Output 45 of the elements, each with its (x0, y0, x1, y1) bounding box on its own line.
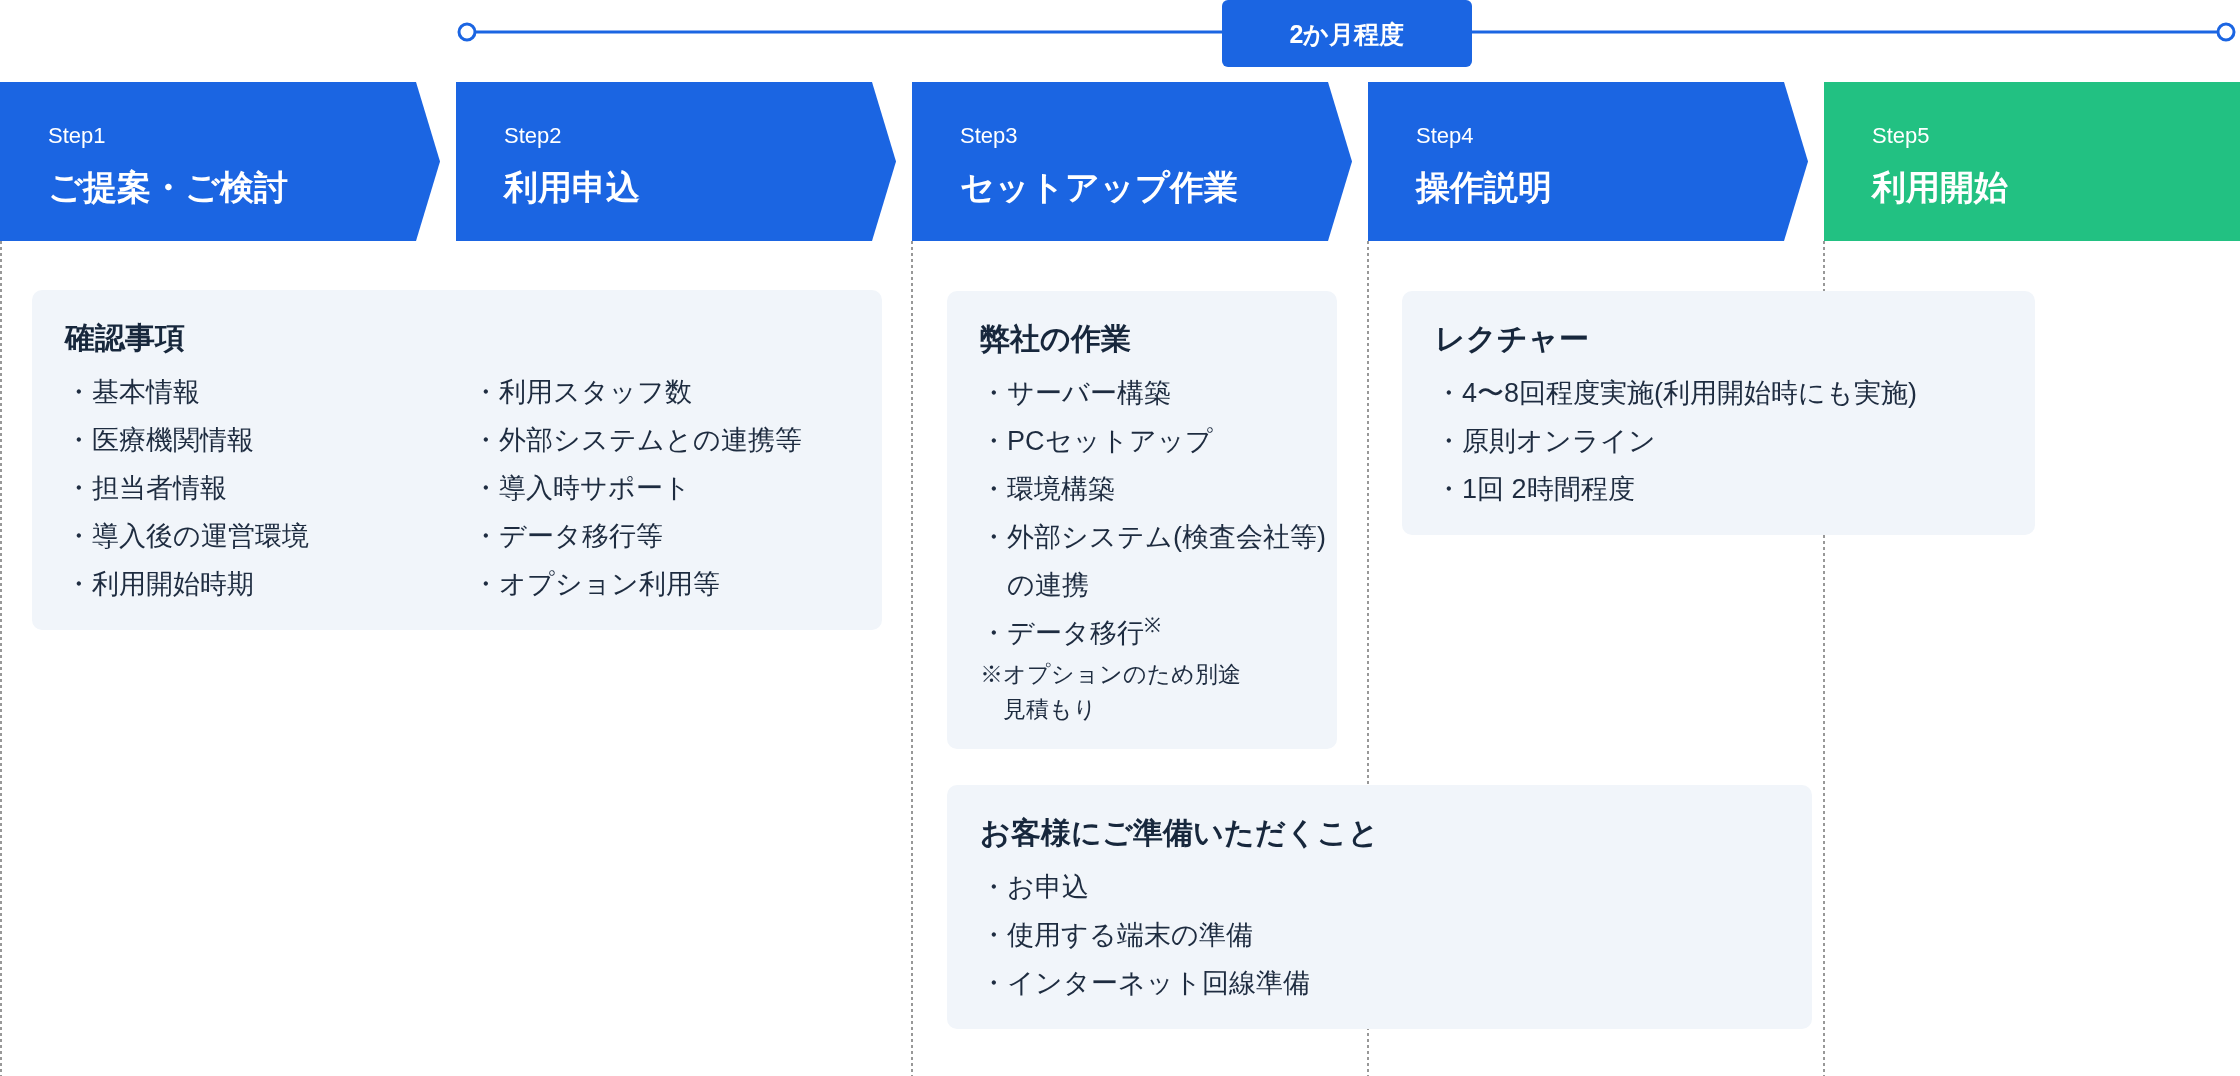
list-item: ・外部システム(検査会社等)の連携 (980, 521, 1327, 602)
process-step (1368, 82, 1808, 241)
list-item: ・環境構築 (980, 473, 1115, 506)
step-number: Step5 (1872, 122, 1930, 150)
step-title: セットアップ作業 (960, 167, 1238, 208)
step-number: Step1 (48, 122, 106, 150)
list-item: ・導入時サポート (472, 472, 691, 505)
step-title: 操作説明 (1416, 167, 1552, 208)
step-number: Step4 (1416, 122, 1474, 150)
list-item: ・担当者情報 (65, 472, 227, 505)
list-item: ・外部システムとの連携等 (472, 424, 802, 457)
list-item: ・利用開始時期 (65, 568, 254, 601)
step-title: 利用開始 (1872, 167, 2008, 208)
list-item: ・医療機関情報 (65, 424, 254, 457)
list-item: ・オプション利用等 (472, 568, 720, 601)
info-card (947, 785, 1812, 1029)
card-heading: 弊社の作業 (980, 321, 1131, 357)
info-card (1402, 291, 2035, 535)
list-item: ・原則オンライン (1435, 425, 1656, 458)
list-item: ・お申込 (980, 871, 1089, 904)
step-title: 利用申込 (504, 167, 640, 208)
list-item: ・データ移行$^{※}$ (980, 612, 1161, 650)
list-item: ・4〜8回程度実施(利用開始時にも実施) (1435, 377, 1917, 410)
step-number: Step2 (504, 122, 562, 150)
process-step (456, 82, 896, 241)
list-item: ・インターネット回線準備 (980, 967, 1310, 1000)
list-item: ・使用する端末の準備 (980, 919, 1253, 952)
list-item: ・1回 2時間程度 (1435, 473, 1635, 506)
footnote: ※オプションのため別途見積もり (980, 660, 1242, 724)
step-title: ご提案・ご検討 (48, 167, 288, 208)
duration-tag (1222, 0, 1472, 67)
process-step (912, 82, 1352, 241)
step-number: Step3 (960, 122, 1018, 150)
card-heading: 確認事項 (65, 320, 185, 356)
card-heading: お客様にご準備いただくこと (980, 815, 1379, 851)
list-item: ・PCセットアップ (980, 425, 1213, 458)
process-step (1824, 82, 2240, 241)
list-item: ・サーバー構築 (980, 377, 1171, 410)
duration-label: 2か月程度 (1289, 18, 1405, 50)
list-item: ・基本情報 (65, 376, 200, 409)
process-step (0, 82, 440, 241)
card-heading: レクチャー (1435, 321, 1589, 357)
list-item: ・導入後の運営環境 (65, 520, 309, 553)
list-item: ・データ移行等 (472, 520, 663, 553)
list-item: ・利用スタッフ数 (472, 376, 692, 409)
